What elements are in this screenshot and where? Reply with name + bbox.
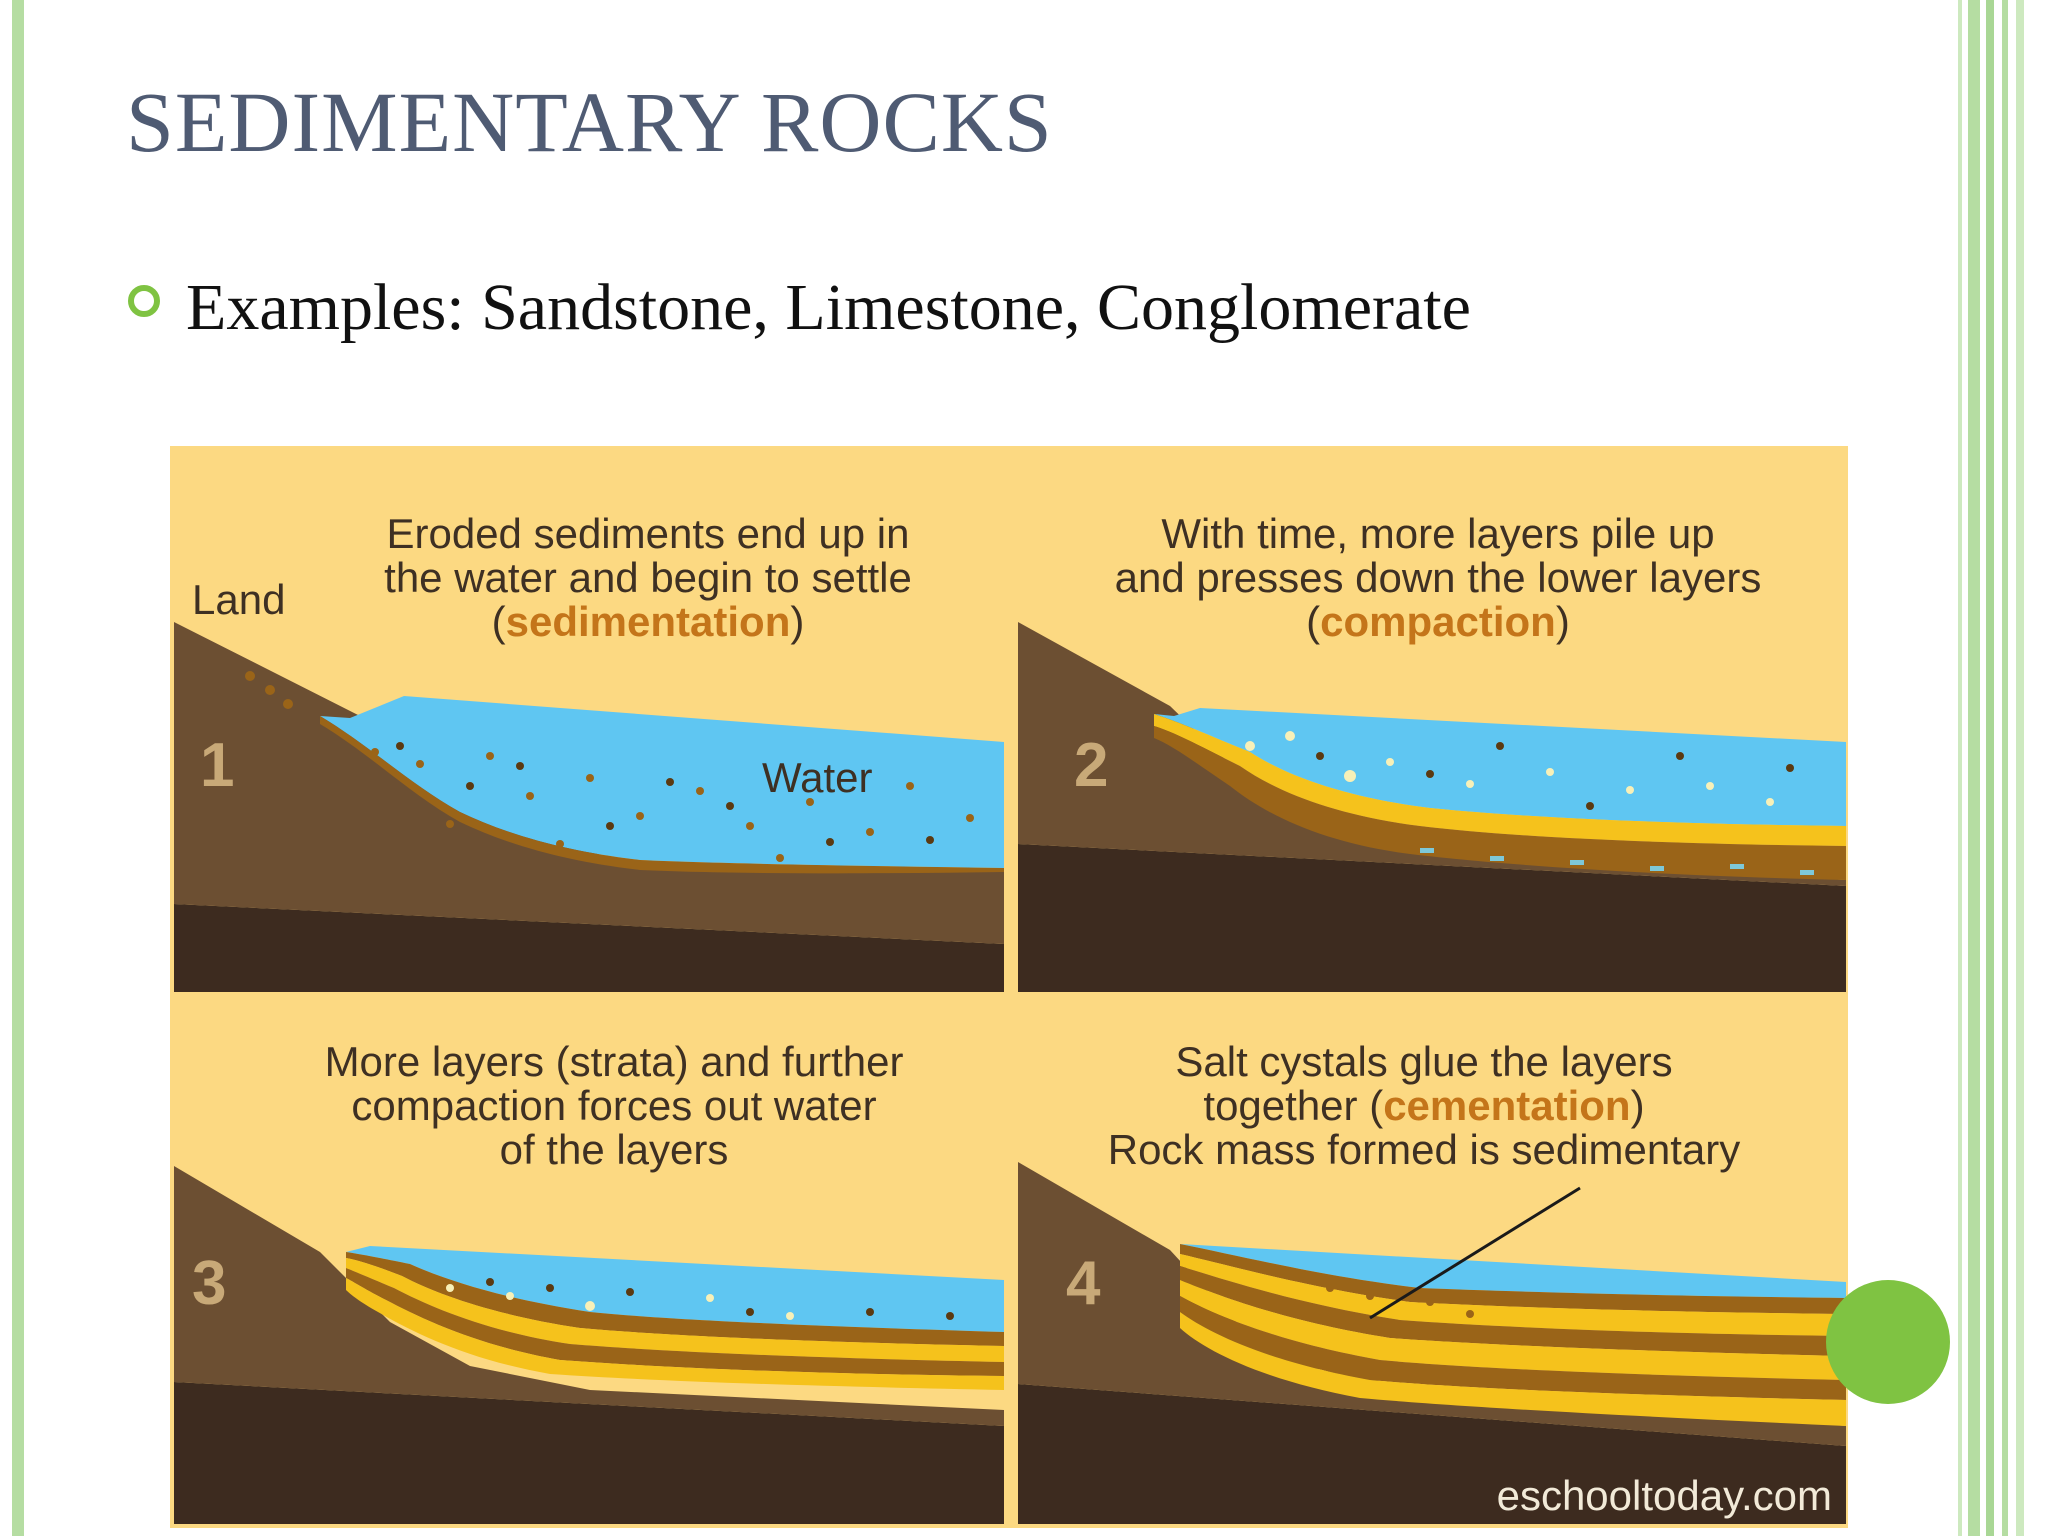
panel-2-caption-line-1: With time, more layers pile up — [1161, 510, 1714, 557]
panel-2-number: 2 — [1074, 731, 1108, 800]
panel-3-number: 3 — [192, 1249, 226, 1318]
slide-border-right-stripe — [1986, 0, 1994, 1536]
panel-1-caption-line-2: the water and begin to settle — [384, 554, 912, 601]
slide-border-right-stripe — [2002, 0, 2008, 1536]
decorative-green-circle — [1826, 1280, 1950, 1404]
panel-2-term: compaction — [1320, 598, 1556, 645]
sedimentary-rock-formation-diagram: 1 2 3 4 Land Water Eroded sediments end … — [170, 446, 1848, 1528]
panel-4-caption-line-2: together (cementation) — [1203, 1082, 1644, 1129]
image-credit: eschooltoday.com — [1497, 1472, 1832, 1519]
slide-border-right-stripe — [1958, 0, 1962, 1536]
land-label: Land — [192, 576, 285, 623]
bullet-ring-icon — [128, 285, 160, 317]
panel-4-number: 4 — [1066, 1249, 1101, 1318]
slide-border-right-stripe — [2016, 0, 2024, 1536]
panel-3-caption-line-1: More layers (strata) and further — [325, 1038, 904, 1085]
panel-2-caption-line-2: and presses down the lower layers — [1115, 554, 1762, 601]
panel-1-number: 1 — [200, 731, 234, 800]
panel-4-caption-line-3: Rock mass formed is sedimentary — [1108, 1126, 1741, 1173]
panel-4 — [1018, 1162, 1846, 1524]
panel-1-caption-line-1: Eroded sediments end up in — [386, 510, 909, 557]
panel-3 — [174, 1166, 1004, 1524]
bullet-item: Examples: Sandstone, Limestone, Conglome… — [128, 270, 1471, 346]
panel-1-term: sedimentation — [506, 598, 791, 645]
panel-3-caption-line-2: compaction forces out water — [351, 1082, 876, 1129]
panel-4-caption-suffix: ) — [1631, 1082, 1645, 1129]
slide-border-left — [12, 0, 24, 1536]
slide-title: SEDIMENTARY ROCKS — [126, 74, 1053, 170]
panel-1 — [174, 622, 1004, 992]
bullet-text: Examples: Sandstone, Limestone, Conglome… — [186, 271, 1471, 344]
slide-border-right-stripe — [1968, 0, 1980, 1536]
panel-1-caption-line-3: (sedimentation) — [492, 598, 805, 645]
panel-2-caption-line-3: (compaction) — [1306, 598, 1570, 645]
water-label: Water — [762, 754, 872, 801]
panel-3-caption-line-3: of the layers — [500, 1126, 729, 1173]
panel-4-caption-prefix: together ( — [1203, 1082, 1383, 1129]
panel-2 — [1018, 622, 1846, 992]
panel-4-caption-line-1: Salt cystals glue the layers — [1175, 1038, 1672, 1085]
panel-4-term: cementation — [1383, 1082, 1630, 1129]
